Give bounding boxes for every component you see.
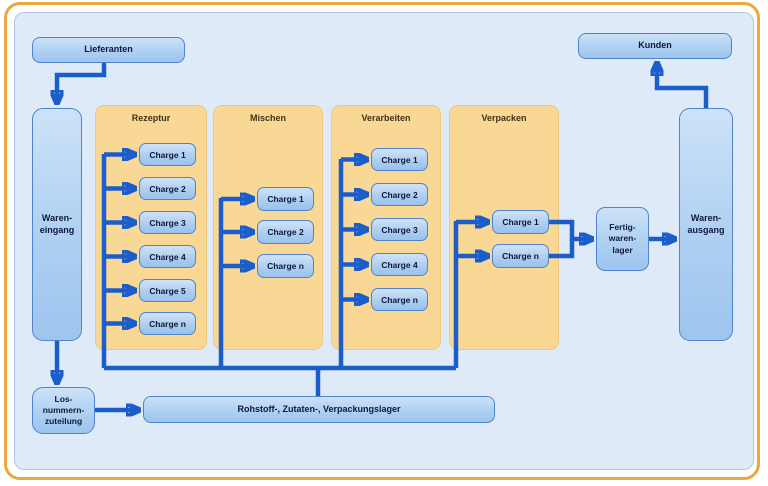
charge-rezeptur-2: Charge 2 bbox=[139, 177, 196, 200]
charge-verpacken-1: Charge 1 bbox=[492, 210, 549, 234]
node-losnummernzuteilung-line3: zuteilung bbox=[44, 416, 83, 427]
charge-label: Charge n bbox=[149, 318, 186, 329]
node-lieferanten: Lieferanten bbox=[32, 37, 185, 63]
node-lieferanten-label: Lieferanten bbox=[84, 44, 133, 55]
node-losnummernzuteilung-line1: Los- bbox=[54, 393, 73, 404]
charge-label: Charge n bbox=[502, 251, 539, 261]
node-fertigwarenlager: Fertig- waren- lager bbox=[596, 207, 649, 271]
charge-label: Charge 4 bbox=[381, 259, 418, 270]
charge-rezeptur-4: Charge 4 bbox=[139, 245, 196, 268]
node-kunden-label: Kunden bbox=[638, 40, 672, 51]
charge-label: Charge 1 bbox=[381, 154, 418, 165]
node-warenausgang-line1: Waren- bbox=[690, 212, 722, 223]
node-fertigwarenlager-line1: Fertig- bbox=[609, 222, 636, 233]
node-fertigwarenlager-line3: lager bbox=[612, 244, 633, 255]
charge-label: Charge 3 bbox=[149, 217, 186, 228]
panel-title-rezeptur: Rezeptur bbox=[131, 113, 171, 123]
charge-label: Charge n bbox=[267, 261, 304, 271]
charge-verarbeiten-n: Charge n bbox=[371, 288, 428, 311]
charge-label: Charge 5 bbox=[149, 285, 186, 296]
node-fertigwarenlager-line2: waren- bbox=[608, 233, 637, 244]
node-wareneingang-line2: eingang bbox=[39, 224, 75, 235]
charge-verarbeiten-4: Charge 4 bbox=[371, 253, 428, 276]
charge-rezeptur-5: Charge 5 bbox=[139, 279, 196, 302]
charge-label: Charge 1 bbox=[267, 194, 304, 204]
node-rohstofflager: Rohstoff-, Zutaten-, Verpackungslager bbox=[143, 396, 495, 423]
charge-verarbeiten-2: Charge 2 bbox=[371, 183, 428, 206]
panel-title-mischen: Mischen bbox=[249, 113, 286, 123]
node-warenausgang: Waren- ausgang bbox=[679, 108, 733, 341]
charge-verarbeiten-3: Charge 3 bbox=[371, 218, 428, 241]
charge-label: Charge 1 bbox=[502, 217, 539, 227]
outer-frame bbox=[4, 2, 760, 480]
charge-verarbeiten-1: Charge 1 bbox=[371, 148, 428, 171]
charge-mischen-1: Charge 1 bbox=[257, 187, 314, 211]
charge-label: Charge 2 bbox=[149, 183, 186, 194]
charge-label: Charge 4 bbox=[149, 251, 186, 262]
charge-mischen-2: Charge 2 bbox=[257, 220, 314, 244]
panel-title-verpacken: Verpacken bbox=[481, 113, 527, 123]
charge-rezeptur-n: Charge n bbox=[139, 312, 196, 335]
charge-label: Charge 2 bbox=[381, 189, 418, 200]
charge-verpacken-n: Charge n bbox=[492, 244, 549, 268]
node-losnummernzuteilung: Los- nummern- zuteilung bbox=[32, 387, 95, 434]
charge-label: Charge n bbox=[381, 294, 418, 305]
node-losnummernzuteilung-line2: nummern- bbox=[42, 404, 85, 415]
charge-rezeptur-3: Charge 3 bbox=[139, 211, 196, 234]
node-rohstofflager-label: Rohstoff-, Zutaten-, Verpackungslager bbox=[237, 403, 401, 414]
charge-mischen-n: Charge n bbox=[257, 254, 314, 278]
charge-rezeptur-1: Charge 1 bbox=[139, 143, 196, 166]
node-kunden: Kunden bbox=[578, 33, 732, 59]
charge-label: Charge 2 bbox=[267, 227, 304, 237]
node-wareneingang: Waren- eingang bbox=[32, 108, 82, 341]
charge-label: Charge 3 bbox=[381, 224, 418, 235]
node-warenausgang-line2: ausgang bbox=[687, 224, 725, 235]
charge-label: Charge 1 bbox=[149, 149, 186, 160]
panel-title-verarbeiten: Verarbeiten bbox=[361, 113, 411, 123]
node-wareneingang-line1: Waren- bbox=[41, 212, 73, 223]
